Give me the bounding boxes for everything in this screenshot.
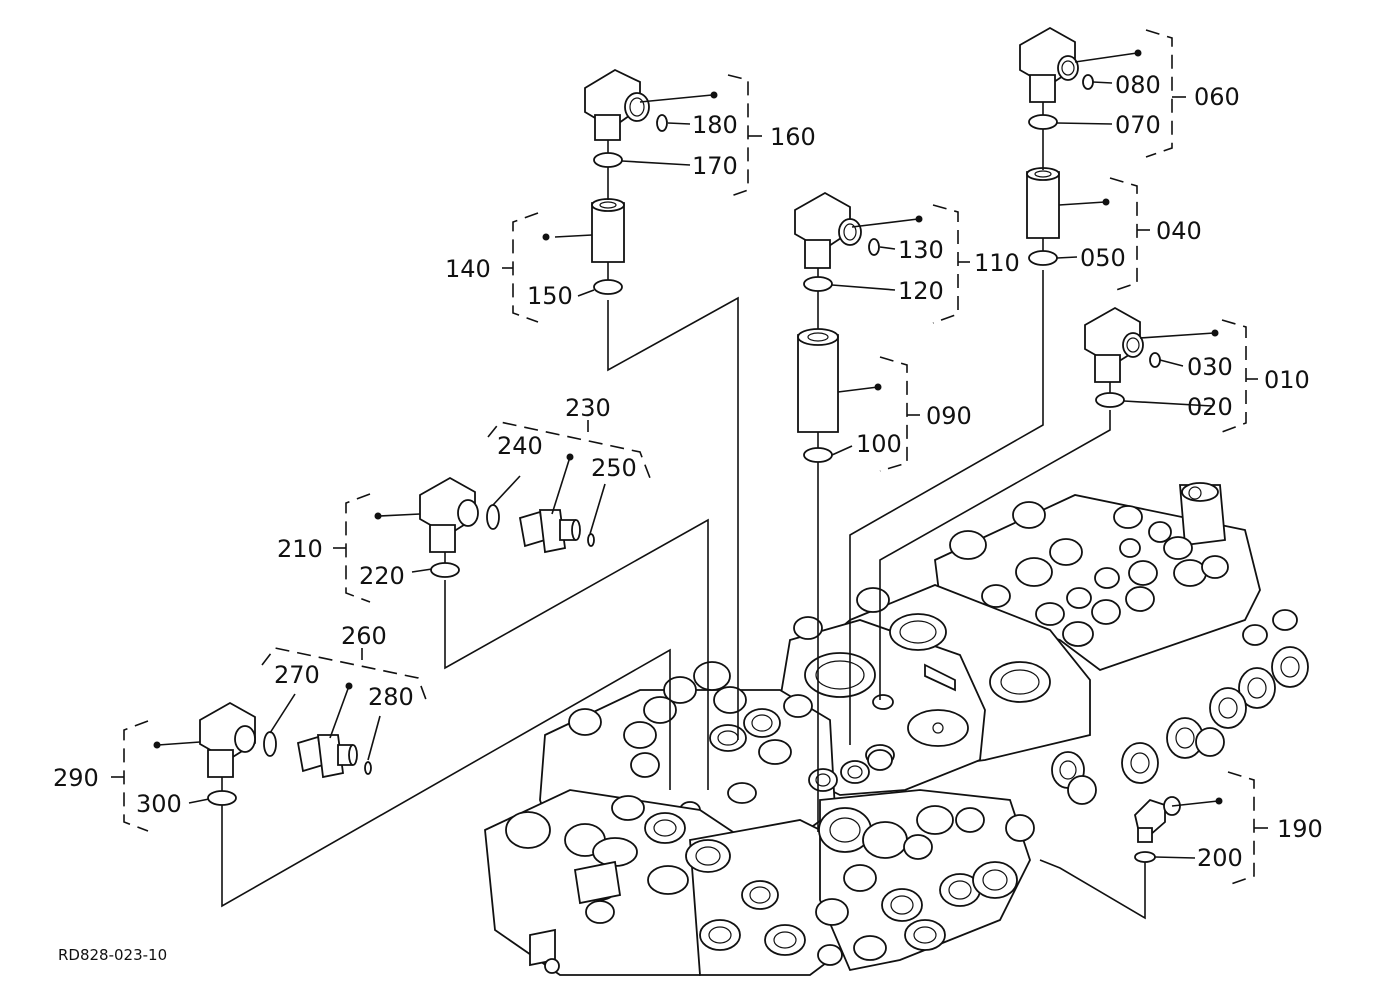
- fitting-group-210: [419, 476, 479, 578]
- callout-240: 240: [497, 432, 543, 460]
- leader-lines: [221, 270, 1146, 920]
- callout-280: 280: [368, 683, 414, 711]
- callout-040: 040: [1156, 217, 1202, 245]
- control-valve-block: [484, 482, 1309, 976]
- callout-110: 110: [974, 249, 1020, 277]
- callout-290: 290: [53, 764, 99, 792]
- callout-260: 260: [341, 622, 387, 650]
- callout-250: 250: [591, 454, 637, 482]
- drawing-code: RD828-023-10: [58, 946, 167, 964]
- callout-160: 160: [770, 123, 816, 151]
- callout-140: 140: [445, 255, 491, 283]
- callout-100: 100: [856, 430, 902, 458]
- fitting-group-160: [584, 68, 668, 295]
- callout-labels: 180 160 170 140 150 080 060 070 040 050 …: [53, 71, 1323, 872]
- fitting-group-260: [263, 731, 372, 779]
- callout-130: 130: [898, 236, 944, 264]
- callout-210: 210: [277, 535, 323, 563]
- callout-170: 170: [692, 152, 738, 180]
- fitting-group-290: [199, 701, 256, 806]
- fitting-group-060: [1019, 26, 1094, 266]
- callout-080: 080: [1115, 71, 1161, 99]
- fitting-group-010: [1084, 306, 1161, 408]
- callout-200: 200: [1197, 844, 1243, 872]
- callout-190: 190: [1277, 815, 1323, 843]
- fitting-group-110: [794, 191, 880, 292]
- callout-270: 270: [274, 661, 320, 689]
- callout-090: 090: [926, 402, 972, 430]
- fitting-group-230: [486, 504, 595, 554]
- callout-020: 020: [1187, 393, 1233, 421]
- callout-010: 010: [1264, 366, 1310, 394]
- callout-150: 150: [527, 282, 573, 310]
- callout-300: 300: [136, 790, 182, 818]
- callout-leaders: [153, 49, 1223, 859]
- callout-050: 050: [1080, 244, 1126, 272]
- callout-180: 180: [692, 111, 738, 139]
- callout-060: 060: [1194, 83, 1240, 111]
- fitting-group-090: [797, 291, 839, 463]
- group-brackets: [111, 29, 1268, 886]
- callout-120: 120: [898, 277, 944, 305]
- callout-030: 030: [1187, 353, 1233, 381]
- fitting-group-190: [1134, 796, 1181, 863]
- callout-230: 230: [565, 394, 611, 422]
- callout-220: 220: [359, 562, 405, 590]
- callout-070: 070: [1115, 111, 1161, 139]
